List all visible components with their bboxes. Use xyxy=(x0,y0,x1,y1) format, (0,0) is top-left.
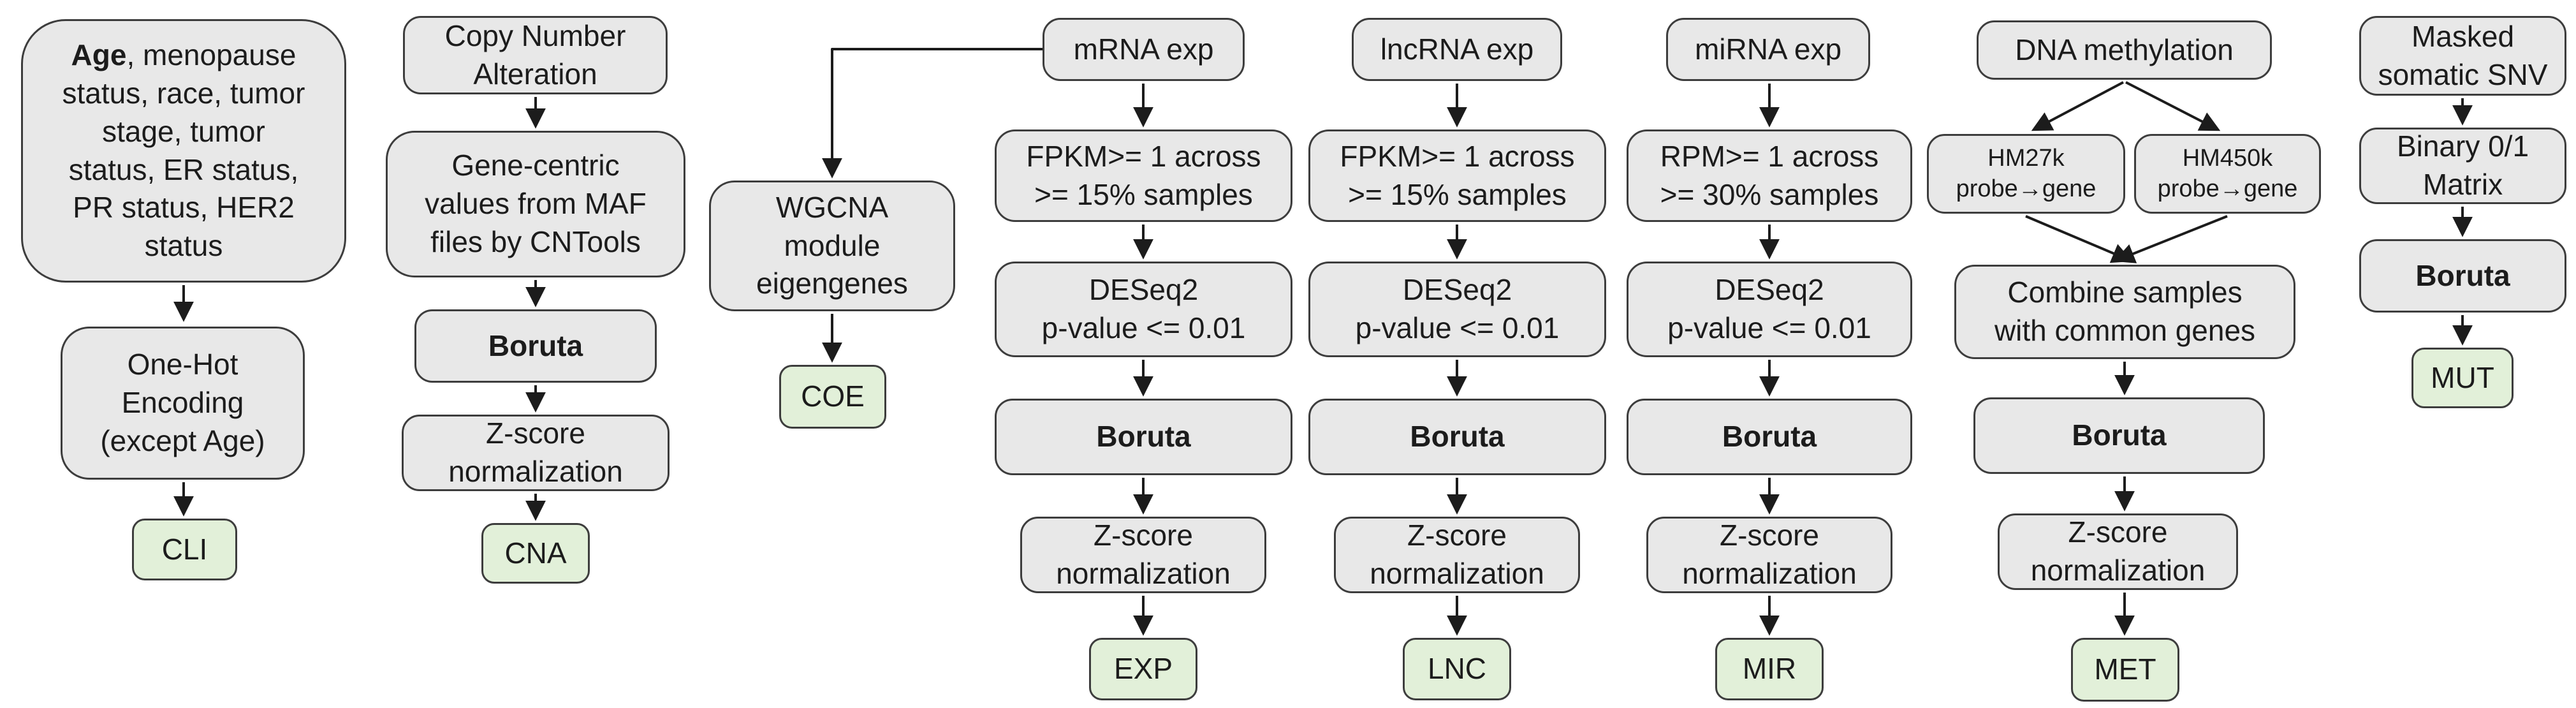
node-label-one-hot-encoding: One-Hot Encoding (except Age) xyxy=(100,348,265,457)
node-label-zscore-lnc: Z-score normalization xyxy=(1370,519,1544,590)
node-label-exp-output: EXP xyxy=(1113,652,1173,686)
node-label-zscore-mir: Z-score normalization xyxy=(1682,519,1857,590)
node-label-zscore-exp: Z-score normalization xyxy=(1056,519,1231,590)
node-mir-output: MIR xyxy=(1715,638,1824,700)
node-label-cna-output: CNA xyxy=(504,536,567,570)
node-boruta-mir: Boruta xyxy=(1627,399,1912,475)
node-label-combine-common-genes: Combine samples with common genes xyxy=(1994,276,2256,347)
node-lncrna-exp: lncRNA exp xyxy=(1352,18,1562,81)
node-rpm-filter-mirna: RPM>= 1 across >= 30% samples xyxy=(1627,129,1912,222)
node-label-boruta-met: Boruta xyxy=(2072,418,2167,452)
node-hm450k-probe-gene: HM450k probe→gene xyxy=(2134,134,2321,214)
node-deseq2-mrna: DESeq2 p-value <= 0.01 xyxy=(995,262,1292,357)
node-label-gene-centric-cntools: Gene-centric values from MAF files by CN… xyxy=(425,149,647,258)
node-label-lnc-output: LNC xyxy=(1427,652,1487,686)
node-label-mir-output: MIR xyxy=(1742,652,1797,686)
node-boruta-met: Boruta xyxy=(1973,397,2265,474)
edge-dnameth-to-hm27k xyxy=(2031,81,2124,131)
node-boruta-lnc: Boruta xyxy=(1308,399,1606,475)
node-mirna-exp: miRNA exp xyxy=(1666,18,1870,81)
node-boruta-cna: Boruta xyxy=(414,309,657,383)
node-coe-output: COE xyxy=(779,365,886,429)
node-gene-centric-cntools: Gene-centric values from MAF files by CN… xyxy=(386,131,685,277)
node-mut-output: MUT xyxy=(2411,348,2514,408)
node-zscore-exp: Z-score normalization xyxy=(1020,517,1266,593)
node-label-coe-output: COE xyxy=(801,380,865,413)
node-label-zscore-cna: Z-score normalization xyxy=(448,417,623,488)
edge-hm450k-to-combine xyxy=(2114,215,2228,263)
node-label-fpkm-filter-lncrna: FPKM>= 1 across >= 15% samples xyxy=(1340,139,1575,211)
node-masked-somatic-snv: Masked somatic SNV xyxy=(2359,16,2566,96)
node-label-binary-matrix: Binary 0/1 Matrix xyxy=(2396,129,2529,201)
node-zscore-lnc: Z-score normalization xyxy=(1334,517,1580,593)
node-binary-matrix: Binary 0/1 Matrix xyxy=(2359,128,2566,204)
edge-dnameth-to-hm450k xyxy=(2125,81,2221,131)
node-mrna-exp: mRNA exp xyxy=(1043,18,1245,81)
node-zscore-met: Z-score normalization xyxy=(1998,513,2238,590)
node-label-masked-somatic-snv: Masked somatic SNV xyxy=(2378,19,2548,91)
node-label-clinical-features: Age, menopause status, race, tumor stage… xyxy=(62,38,305,263)
node-label-hm27k-probe-gene: HM27k probe→gene xyxy=(1956,145,2097,202)
node-dna-methylation: DNA methylation xyxy=(1977,20,2272,80)
node-cna-output: CNA xyxy=(481,523,590,584)
node-zscore-mir: Z-score normalization xyxy=(1646,517,1892,593)
node-deseq2-lncrna: DESeq2 p-value <= 0.01 xyxy=(1308,262,1606,357)
node-clinical-features: Age, menopause status, race, tumor stage… xyxy=(21,19,346,283)
node-met-output: MET xyxy=(2071,638,2179,702)
node-label-boruta-lnc: Boruta xyxy=(1410,420,1505,454)
node-one-hot-encoding: One-Hot Encoding (except Age) xyxy=(61,327,305,480)
node-copy-number-alteration: Copy Number Alteration xyxy=(403,16,668,94)
node-label-dna-methylation: DNA methylation xyxy=(2015,33,2234,66)
node-label-copy-number-alteration: Copy Number Alteration xyxy=(444,18,626,91)
node-label-met-output: MET xyxy=(2094,653,2156,686)
node-cli-output: CLI xyxy=(132,519,237,580)
node-label-boruta-mir: Boruta xyxy=(1722,420,1817,454)
node-label-deseq2-mrna: DESeq2 p-value <= 0.01 xyxy=(1041,273,1246,344)
node-label-deseq2-mirna: DESeq2 p-value <= 0.01 xyxy=(1667,273,1871,344)
node-label-fpkm-filter-mrna: FPKM>= 1 across >= 15% samples xyxy=(1026,139,1261,211)
node-hm27k-probe-gene: HM27k probe→gene xyxy=(1927,134,2125,214)
node-label-boruta-exp: Boruta xyxy=(1096,420,1191,454)
node-wgcna-eigengenes: WGCNA module eigengenes xyxy=(709,181,955,311)
edge-hm27k-to-combine xyxy=(2025,215,2133,263)
node-boruta-exp: Boruta xyxy=(995,399,1292,475)
node-label-cli-output: CLI xyxy=(161,532,208,566)
node-label-boruta-cna: Boruta xyxy=(488,328,583,362)
node-label-mrna-exp: mRNA exp xyxy=(1073,32,1214,66)
node-lnc-output: LNC xyxy=(1403,638,1511,700)
node-label-mut-output: MUT xyxy=(2431,360,2494,394)
node-fpkm-filter-mrna: FPKM>= 1 across >= 15% samples xyxy=(995,129,1292,222)
edge-mrna-to-wgcna xyxy=(822,48,1043,179)
node-label-mirna-exp: miRNA exp xyxy=(1694,32,1842,66)
node-deseq2-mirna: DESeq2 p-value <= 0.01 xyxy=(1627,262,1912,357)
node-combine-common-genes: Combine samples with common genes xyxy=(1954,265,2295,359)
node-label-boruta-mut: Boruta xyxy=(2415,258,2510,292)
node-label-hm450k-probe-gene: HM450k probe→gene xyxy=(2157,145,2298,202)
node-label-rpm-filter-mirna: RPM>= 1 across >= 30% samples xyxy=(1660,139,1879,211)
node-zscore-cna: Z-score normalization xyxy=(402,415,670,491)
node-label-lncrna-exp: lncRNA exp xyxy=(1380,32,1534,66)
node-exp-output: EXP xyxy=(1089,638,1197,700)
node-boruta-mut: Boruta xyxy=(2359,239,2566,313)
node-label-zscore-met: Z-score normalization xyxy=(2030,515,2206,587)
node-fpkm-filter-lncrna: FPKM>= 1 across >= 15% samples xyxy=(1308,129,1606,222)
node-label-wgcna-eigengenes: WGCNA module eigengenes xyxy=(756,190,908,300)
node-label-deseq2-lncrna: DESeq2 p-value <= 0.01 xyxy=(1355,273,1560,344)
